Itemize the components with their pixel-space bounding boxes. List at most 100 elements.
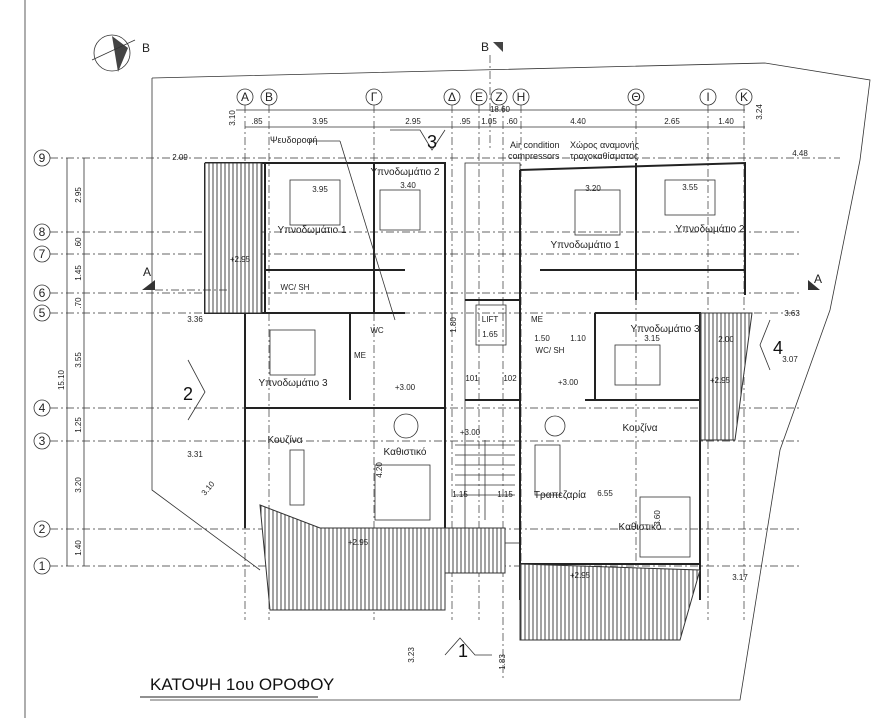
svg-text:6: 6 bbox=[39, 286, 46, 300]
svg-text:4.40: 4.40 bbox=[570, 117, 586, 126]
room-right-living: Καθιστικό bbox=[619, 521, 662, 533]
axis-E: Ε bbox=[470, 88, 488, 620]
svg-text:Β: Β bbox=[265, 90, 273, 104]
section-b-top: Β bbox=[481, 40, 489, 54]
note-wait-2: τροχοκαθίσματος bbox=[570, 151, 639, 161]
svg-text:2: 2 bbox=[39, 522, 46, 536]
me-left: ME bbox=[354, 351, 366, 360]
lift-label: LIFT bbox=[482, 315, 499, 324]
balcony-left-top bbox=[204, 162, 263, 314]
lift-shaft bbox=[475, 304, 507, 346]
balcony-right bbox=[699, 312, 753, 441]
plot-boundary-left bbox=[151, 78, 261, 571]
svg-text:1.25: 1.25 bbox=[74, 417, 83, 433]
svg-text:3.20: 3.20 bbox=[585, 184, 601, 193]
svg-text:1.15: 1.15 bbox=[497, 490, 513, 499]
svg-text:9: 9 bbox=[39, 151, 46, 165]
svg-text:Ε: Ε bbox=[475, 90, 483, 104]
room-left-wcsh: WC/ SH bbox=[281, 283, 310, 292]
room-left-living: Καθιστικό bbox=[384, 446, 427, 458]
svg-text:3.55: 3.55 bbox=[682, 183, 698, 192]
note-false-ceiling: Ψευδοροφή bbox=[270, 135, 317, 145]
plot-boundary bbox=[150, 62, 871, 701]
dim-total-height: 15.10 bbox=[57, 369, 66, 390]
svg-text:Η: Η bbox=[517, 90, 526, 104]
svg-text:3.20: 3.20 bbox=[74, 477, 83, 493]
apartment-102: 102 bbox=[503, 374, 517, 383]
room-left-bedroom-1: Υπνοδωμάτιο 1 bbox=[277, 224, 347, 236]
svg-text:+3.00: +3.00 bbox=[395, 383, 416, 392]
veranda-right bbox=[519, 563, 701, 641]
room-left-wc: WC bbox=[370, 326, 384, 335]
svg-text:2.95: 2.95 bbox=[405, 117, 421, 126]
svg-text:4: 4 bbox=[39, 401, 46, 415]
svg-text:1.40: 1.40 bbox=[74, 540, 83, 556]
room-right-kitchen: Κουζίνα bbox=[623, 422, 658, 434]
annotations: Ψευδοροφή Air condition compressors Χώρο… bbox=[270, 135, 640, 321]
apartment-101: 101 bbox=[465, 374, 479, 383]
svg-text:.85: .85 bbox=[251, 117, 263, 126]
svg-text:2.00: 2.00 bbox=[718, 335, 734, 344]
svg-text:3.31: 3.31 bbox=[187, 450, 203, 459]
me-right: ME bbox=[531, 315, 543, 324]
section-a-left: Α bbox=[143, 265, 151, 279]
svg-text:3.10: 3.10 bbox=[200, 479, 217, 497]
svg-text:+2.95: +2.95 bbox=[348, 538, 369, 547]
room-labels: Υπνοδωμάτιο 1 Υπνοδωμάτιο 2 Υπνοδωμάτιο … bbox=[258, 166, 745, 533]
row-axes: 9 8 7 6 5 4 3 2 1 bbox=[33, 149, 840, 575]
dim-right-offset: 4.48 bbox=[792, 149, 808, 158]
bed-icon bbox=[574, 189, 621, 236]
svg-text:2.95: 2.95 bbox=[74, 187, 83, 203]
svg-text:+2.95: +2.95 bbox=[230, 255, 251, 264]
axis-7: 7 bbox=[33, 245, 800, 263]
entry-canopy bbox=[444, 527, 506, 574]
svg-text:Α: Α bbox=[241, 90, 249, 104]
axis-D: Δ bbox=[443, 88, 461, 620]
section-4: 4 bbox=[773, 338, 783, 358]
sofa bbox=[374, 464, 431, 521]
svg-text:1.10: 1.10 bbox=[570, 334, 586, 343]
section-markers: Β Α Α 3 2 4 1 bbox=[142, 40, 822, 661]
furniture bbox=[269, 179, 716, 558]
section-2: 2 bbox=[183, 384, 193, 404]
wheelchair-icon bbox=[544, 415, 566, 437]
svg-text:.95: .95 bbox=[459, 117, 471, 126]
note-ac-2: compressors bbox=[508, 151, 560, 161]
svg-text:1.80: 1.80 bbox=[449, 317, 458, 333]
svg-text:3.23: 3.23 bbox=[407, 647, 416, 663]
svg-text:Κ: Κ bbox=[740, 90, 748, 104]
dims-misc: 3.36 3.31 3.10 3.63 3.07 3.17 3.23 1.83 … bbox=[187, 181, 800, 670]
bed-icon bbox=[614, 344, 661, 386]
bed-icon bbox=[269, 329, 316, 376]
svg-text:+2.95: +2.95 bbox=[570, 571, 591, 580]
axis-Z: Ζ bbox=[490, 88, 508, 680]
room-left-bedroom-3: Υπνοδωμάτιο 3 bbox=[258, 377, 328, 389]
svg-text:8: 8 bbox=[39, 225, 46, 239]
axis-6: 6 bbox=[33, 284, 800, 302]
svg-text:7: 7 bbox=[39, 247, 46, 261]
bed-icon bbox=[289, 179, 341, 226]
svg-text:2.65: 2.65 bbox=[664, 117, 680, 126]
section-a-right: Α bbox=[814, 272, 822, 286]
kitchen-island bbox=[289, 449, 305, 506]
svg-text:5: 5 bbox=[39, 306, 46, 320]
svg-text:3: 3 bbox=[39, 434, 46, 448]
svg-text:6.55: 6.55 bbox=[597, 489, 613, 498]
svg-text:1.65: 1.65 bbox=[482, 330, 498, 339]
building-walls bbox=[204, 161, 746, 600]
room-left-bedroom-2: Υπνοδωμάτιο 2 bbox=[370, 166, 440, 178]
wheelchair-icon bbox=[393, 413, 419, 439]
svg-text:3.95: 3.95 bbox=[312, 117, 328, 126]
dim-total-width: 18.60 bbox=[490, 105, 511, 114]
axis-B: Β bbox=[260, 88, 278, 620]
svg-text:.60: .60 bbox=[74, 237, 83, 249]
svg-text:3.17: 3.17 bbox=[732, 573, 748, 582]
svg-text:3.36: 3.36 bbox=[187, 315, 203, 324]
north-label: Β bbox=[142, 41, 150, 55]
svg-text:3.07: 3.07 bbox=[782, 355, 798, 364]
svg-text:Γ: Γ bbox=[371, 90, 378, 104]
svg-text:1.15: 1.15 bbox=[452, 490, 468, 499]
svg-text:1.40: 1.40 bbox=[718, 117, 734, 126]
note-wait-1: Χώρος αναμονής bbox=[570, 140, 640, 150]
